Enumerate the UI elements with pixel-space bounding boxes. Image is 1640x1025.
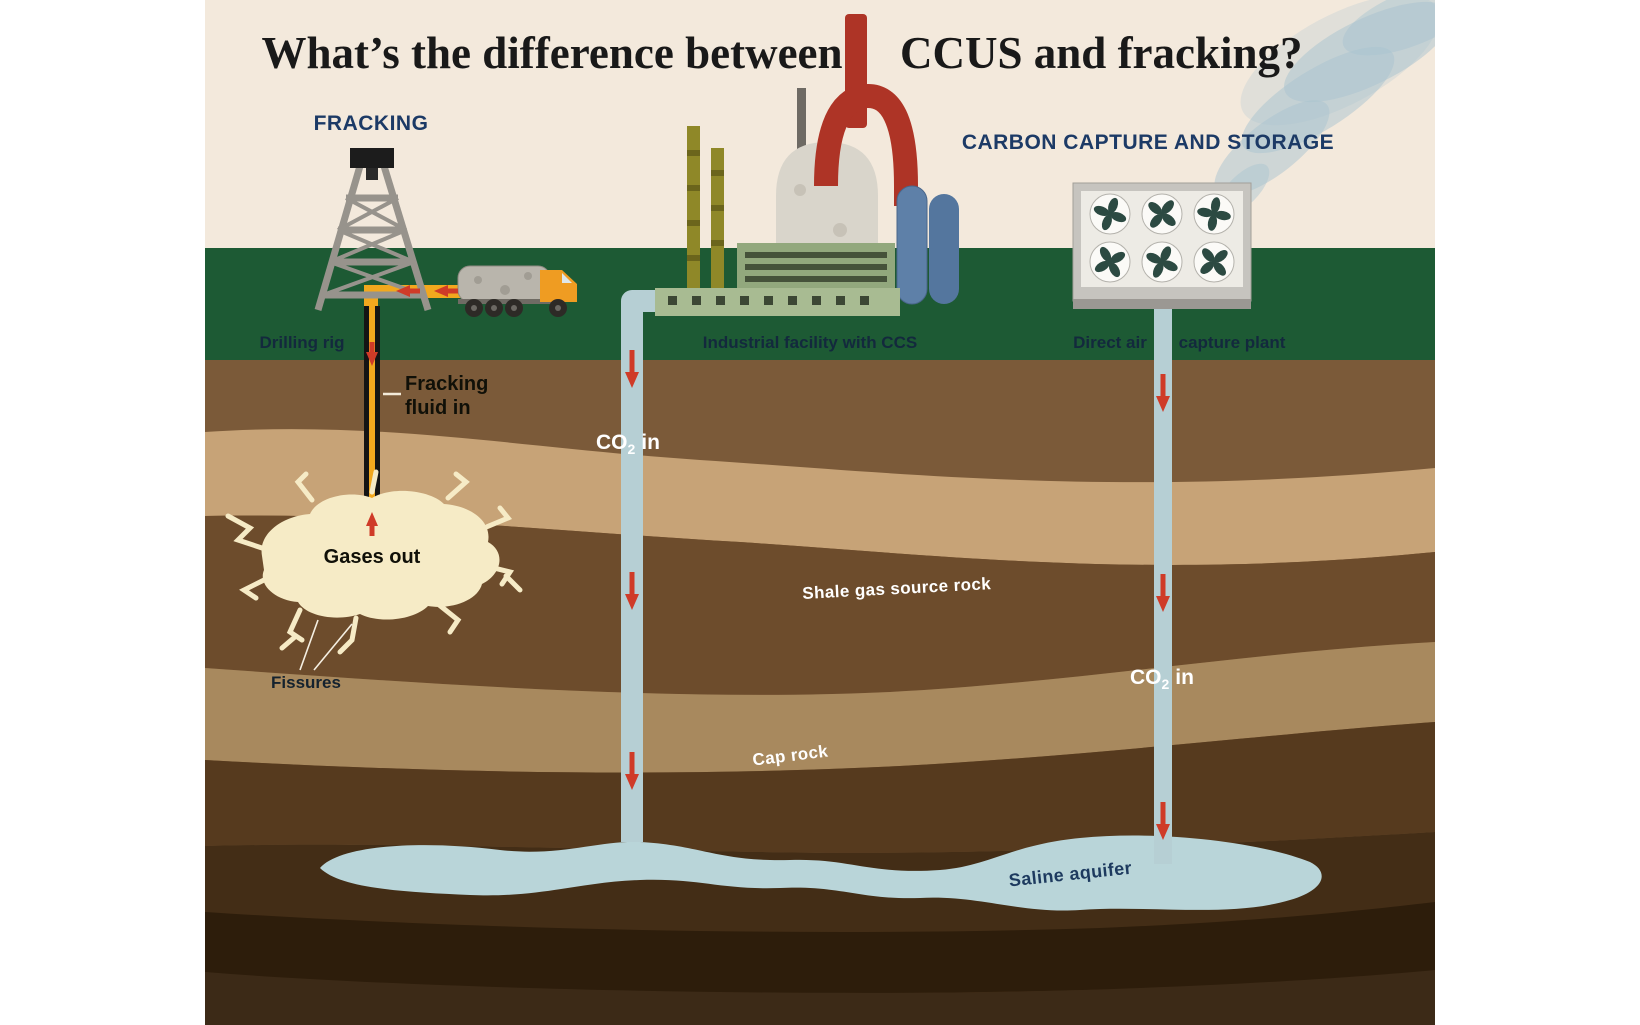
soil-layer-darkest-streak: [205, 902, 1435, 994]
underground-layers: [205, 360, 1435, 1025]
co2-suffix: in: [641, 431, 660, 454]
capture-plant-label: capture plant: [1179, 333, 1286, 352]
blue-tank-2: [929, 194, 959, 304]
fracking-fluid-label-line2: fluid in: [405, 397, 471, 419]
co2-pipe-left: [621, 290, 662, 842]
soil-layer-tan-2: [205, 642, 1435, 773]
facility-label: Industrial facility with CCS: [703, 333, 917, 352]
co2-subscript: 2: [628, 441, 636, 457]
co2-subscript: 2: [1162, 676, 1170, 692]
title-part-1: What’s the difference between: [261, 28, 842, 78]
chimney-striped-2: [711, 148, 724, 296]
fan-icon: [1193, 193, 1235, 235]
ccs-heading: CARBON CAPTURE AND STORAGE: [962, 131, 1334, 154]
title-part-2: CCUS and fracking?: [900, 28, 1303, 78]
smoke-plume: [1214, 0, 1435, 217]
saline-aquifer-shape: [320, 835, 1322, 911]
drilling-rig-label: Drilling rig: [260, 333, 345, 352]
industrial-facility-icon: [655, 14, 959, 316]
dac-plant-icon: [1072, 182, 1252, 309]
gases-out-blob: [225, 469, 523, 655]
soil-layer-tan-1: [205, 429, 1435, 565]
direct-air-label: Direct air: [1073, 333, 1147, 352]
co2-text: CO: [596, 431, 628, 454]
fan-icon: [1089, 241, 1131, 283]
blue-tank-1: [896, 185, 928, 305]
co2-in-label-left: CO2 in: [596, 431, 660, 457]
soil-layer-bottom: [205, 970, 1435, 1025]
fan-icon: [1193, 241, 1235, 283]
fan-icon: [1089, 193, 1131, 235]
fan-grid: [1089, 193, 1235, 283]
soil-layer-brown-mid: [205, 515, 1435, 695]
fan-icon: [1141, 193, 1183, 235]
fissures-label: Fissures: [271, 673, 341, 692]
co2-in-label-right: CO2 in: [1130, 666, 1194, 692]
gases-out-label: Gases out: [324, 546, 421, 568]
well-fluid-column: [369, 306, 375, 528]
chimney-striped-1: [687, 126, 700, 296]
drilling-rig-icon: [314, 148, 432, 312]
fracking-fluid-label-line1: Fracking: [405, 373, 488, 395]
small-gray-stack: [797, 88, 806, 150]
soil-layer-dark: [205, 722, 1435, 853]
co2-text: CO: [1130, 666, 1162, 689]
fracking-heading: FRACKING: [314, 112, 429, 135]
truck-cab: [540, 270, 577, 302]
fan-icon: [1141, 241, 1183, 283]
co2-suffix: in: [1175, 666, 1194, 689]
fissure-pointers: [299, 619, 353, 671]
red-pipe-arch: [814, 83, 918, 206]
fissure-cracks: [225, 469, 523, 655]
dac-base: [1073, 299, 1251, 309]
tanker-truck-icon: [457, 265, 577, 317]
truck-window: [562, 273, 572, 283]
